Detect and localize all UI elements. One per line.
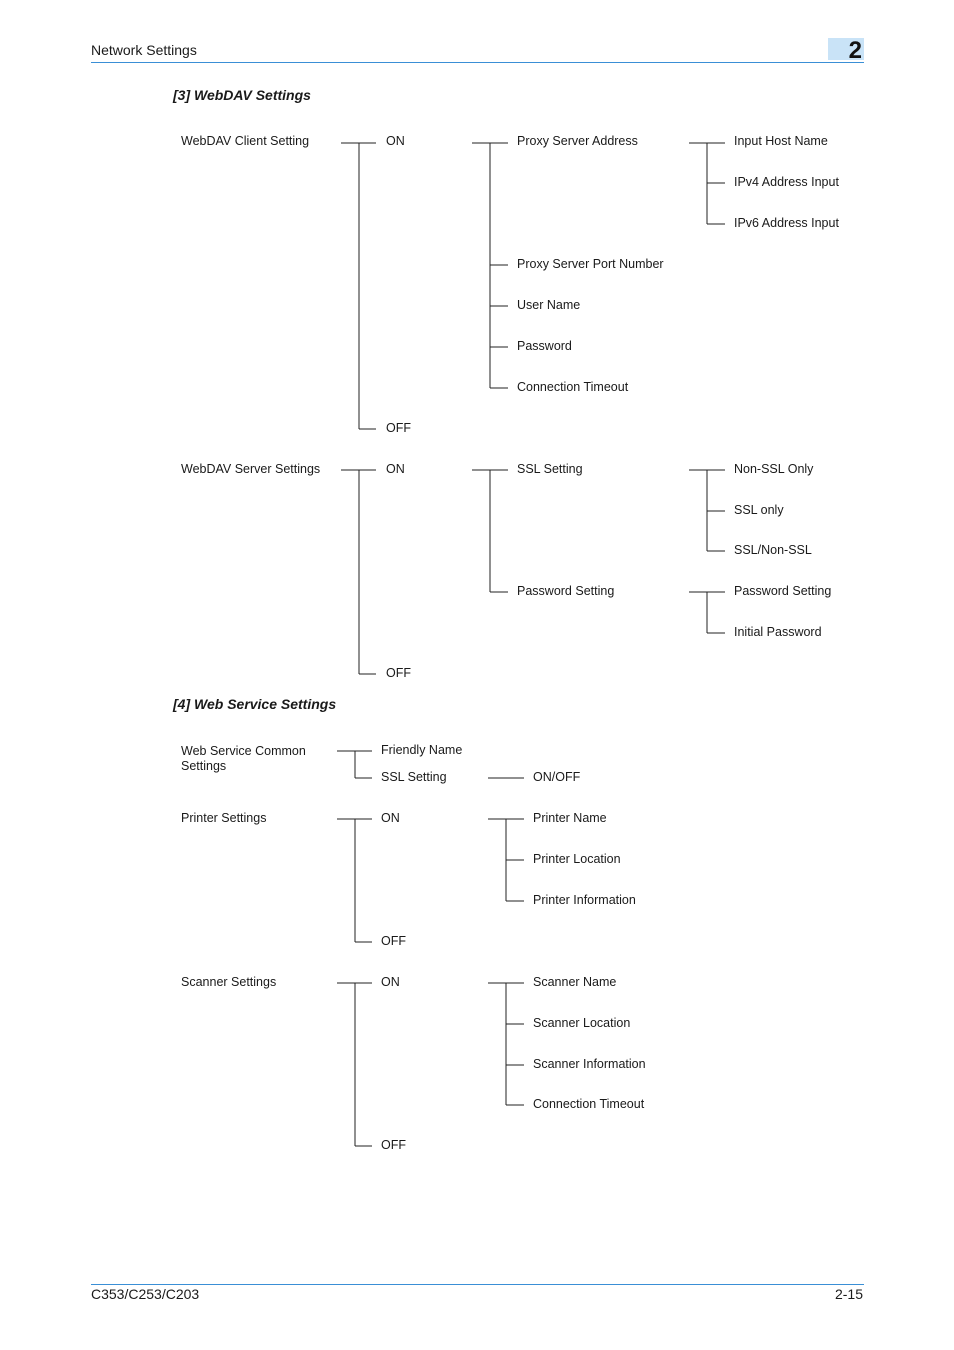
ipv4-address-input: IPv4 Address Input <box>734 175 839 189</box>
friendly-name: Friendly Name <box>381 743 463 757</box>
footer-model: C353/C253/C203 <box>91 1286 200 1302</box>
footer-rule <box>91 1284 864 1285</box>
password: Password <box>517 339 572 353</box>
ipv6-address-input: IPv6 Address Input <box>734 216 839 230</box>
client-connection-timeout: Connection Timeout <box>517 380 629 394</box>
printer-settings-label: Printer Settings <box>181 811 267 825</box>
section-heading-web-service: [4] Web Service Settings <box>173 696 337 712</box>
non-ssl-only: Non-SSL Only <box>734 462 814 476</box>
chapter-badge: 2 <box>828 37 864 64</box>
webdav-server-off: OFF <box>386 666 411 680</box>
password-setting-sub: Password Setting <box>734 584 832 598</box>
proxy-server-address: Proxy Server Address <box>517 134 638 148</box>
ssl-on-off: ON/OFF <box>533 770 581 784</box>
user-name: User Name <box>517 298 581 312</box>
ssl-non-ssl: SSL/Non-SSL <box>734 543 812 557</box>
printer-on: ON <box>381 811 400 825</box>
web-service-ssl-setting: SSL Setting <box>381 770 447 784</box>
webdav-client-on: ON <box>386 134 405 148</box>
webdav-client-off: OFF <box>386 421 411 435</box>
webdav-server-on: ON <box>386 462 405 476</box>
page-header-title: Network Settings <box>91 42 197 58</box>
printer-name: Printer Name <box>533 811 607 825</box>
scanner-on: ON <box>381 975 400 989</box>
scanner-settings-label: Scanner Settings <box>181 975 277 989</box>
webdav-client-setting-label: WebDAV Client Setting <box>181 134 310 148</box>
web-service-common-label-line2: Settings <box>181 759 227 773</box>
section-heading-webdav: [3] WebDAV Settings <box>173 87 311 103</box>
initial-password: Initial Password <box>734 625 822 639</box>
web-service-common-label-line1: Web Service Common <box>181 744 306 758</box>
ssl-setting: SSL Setting <box>517 462 583 476</box>
scanner-information: Scanner Information <box>533 1057 646 1071</box>
scanner-name: Scanner Name <box>533 975 617 989</box>
printer-location: Printer Location <box>533 852 621 866</box>
scanner-connection-timeout: Connection Timeout <box>533 1097 645 1111</box>
webdav-server-settings-label: WebDAV Server Settings <box>181 462 321 476</box>
scanner-off: OFF <box>381 1138 406 1152</box>
footer-page-number: 2-15 <box>834 1286 863 1302</box>
proxy-server-port-number: Proxy Server Port Number <box>517 257 664 271</box>
password-setting: Password Setting <box>517 584 615 598</box>
scanner-location: Scanner Location <box>533 1016 631 1030</box>
chapter-number: 2 <box>848 37 862 64</box>
printer-off: OFF <box>381 934 406 948</box>
input-host-name: Input Host Name <box>734 134 828 148</box>
ssl-only: SSL only <box>734 503 784 517</box>
header-rule <box>91 62 864 63</box>
printer-information: Printer Information <box>533 893 636 907</box>
